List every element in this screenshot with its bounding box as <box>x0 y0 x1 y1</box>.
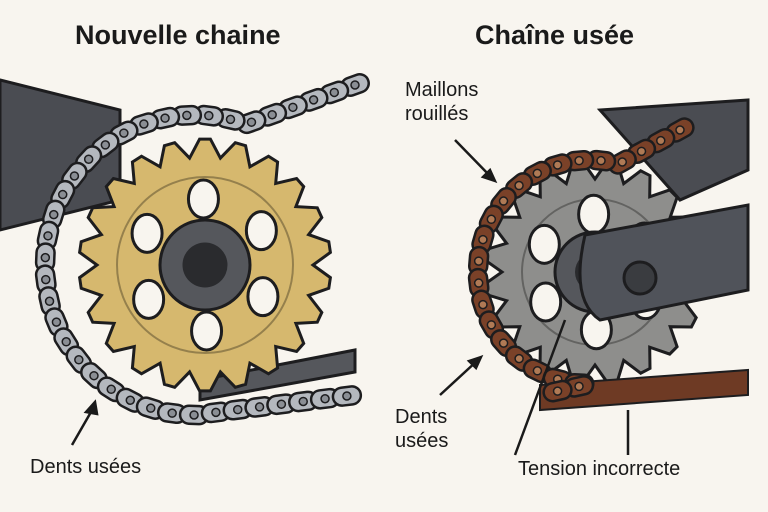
chain-pin <box>43 231 53 241</box>
sprocket-ring <box>116 176 294 354</box>
chain-pin <box>51 317 62 327</box>
chain-pin <box>473 256 484 266</box>
chain-pin <box>232 404 243 415</box>
right-teeth-label-line1: Dents <box>395 406 448 428</box>
chain-pin <box>204 110 214 121</box>
chain-pin <box>276 399 287 409</box>
chain-pin <box>478 234 488 245</box>
chain-pin <box>189 410 199 420</box>
lightening-hole <box>246 276 280 318</box>
right-crank-arm <box>578 203 750 322</box>
right-title: Chaîne usée <box>475 20 635 50</box>
arrow-right-teeth <box>439 359 479 396</box>
chain-pin <box>656 135 666 146</box>
chain-pin <box>574 155 584 166</box>
chain-pin <box>320 393 330 404</box>
chain-pin <box>267 110 277 120</box>
chain-pin <box>125 395 136 406</box>
lightening-hole <box>186 178 220 220</box>
chain-pin <box>182 110 192 121</box>
chain-pin <box>246 117 257 127</box>
lightening-hole <box>132 278 166 320</box>
lightening-hole <box>244 210 278 252</box>
lightening-hole <box>190 310 224 352</box>
chain-pin <box>574 381 584 392</box>
chain-pin <box>473 278 484 288</box>
rust-label: Maillons rouillés <box>405 78 478 126</box>
chain-pin <box>342 391 352 401</box>
chain-pin <box>160 113 170 123</box>
chain-pin <box>57 189 68 200</box>
chain-pin <box>498 196 509 206</box>
new-sprocket <box>77 137 333 393</box>
right-teeth-label-line2: usées <box>395 430 449 452</box>
chain-pin <box>100 140 111 150</box>
chain-pin <box>254 402 265 412</box>
tension-label: Tension incorrecte <box>518 458 681 480</box>
arrowhead <box>480 167 498 184</box>
chain-pin <box>329 87 340 98</box>
crank-bolt <box>622 260 658 296</box>
rust-label-line2: rouillés <box>405 103 469 125</box>
chain-pin <box>139 119 149 129</box>
lightening-hole <box>529 281 563 323</box>
chain-pin <box>486 320 497 330</box>
new-chain-illustration <box>0 73 370 426</box>
arrow-rust <box>454 139 493 179</box>
chain-pin <box>167 408 177 418</box>
chain-pin <box>298 396 308 407</box>
chain-pin <box>106 384 116 395</box>
chain-pin <box>288 102 298 113</box>
hub-bore <box>182 242 228 288</box>
chain-pin <box>514 180 524 191</box>
chain-pin <box>119 128 129 138</box>
chain-pin <box>478 299 488 310</box>
chain-pin <box>308 95 319 105</box>
chain-pin <box>498 338 509 348</box>
chain-pin <box>83 154 94 164</box>
chain-pin <box>350 80 360 90</box>
right-crank-frame <box>596 98 750 202</box>
chain-pin <box>225 114 236 125</box>
chain-pin <box>636 146 647 157</box>
chain-pin <box>69 171 80 181</box>
chain-pin <box>552 386 563 396</box>
chain-pin <box>532 168 543 179</box>
chain-pin <box>617 157 628 167</box>
lightening-hole <box>130 212 164 254</box>
chain-pin <box>89 370 99 381</box>
lower-rusty-chain <box>539 368 749 412</box>
chain-pin <box>552 160 563 170</box>
annotation-arrows <box>70 139 630 456</box>
chain-pin <box>146 403 156 413</box>
chain-pin <box>41 274 51 285</box>
chain-pin <box>40 252 51 263</box>
right-teeth-label: Dents usées <box>395 405 448 453</box>
lightening-hole <box>527 223 561 265</box>
arrow-tension <box>513 319 567 456</box>
chain-pin <box>486 214 497 225</box>
chain-pin <box>211 407 221 418</box>
worn-chain-illustration <box>467 98 750 412</box>
chain-pin <box>44 296 55 306</box>
chain-pin <box>74 355 84 365</box>
left-title: Nouvelle chaine <box>75 20 281 50</box>
rust-label-line1: Maillons <box>405 79 479 101</box>
new-chain <box>34 73 370 426</box>
chain-pin <box>532 366 543 376</box>
chain-pin <box>61 337 71 347</box>
chain-pin <box>596 155 606 166</box>
left-teeth-label: Dents usées <box>30 456 142 478</box>
arrowhead <box>83 399 99 416</box>
rusty-chain <box>467 117 695 403</box>
chain-pin <box>49 209 59 220</box>
chain-pin <box>514 353 524 364</box>
arrowhead <box>466 354 484 371</box>
chain-pin <box>675 125 685 135</box>
lightening-hole <box>577 193 611 235</box>
